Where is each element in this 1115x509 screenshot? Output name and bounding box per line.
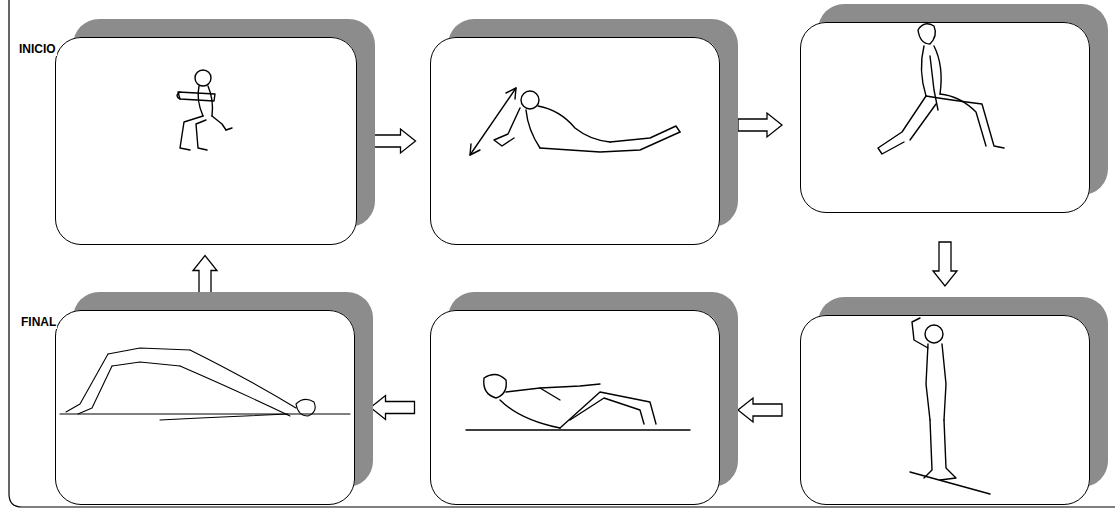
prone-extension-figure bbox=[470, 88, 680, 155]
block-arrow bbox=[738, 113, 782, 137]
exercise-box: INICIO bbox=[55, 37, 357, 245]
step-heading: FINAL bbox=[20, 315, 57, 329]
exercise-box bbox=[430, 310, 720, 505]
block-arrow bbox=[933, 242, 957, 286]
block-arrow bbox=[371, 396, 415, 420]
bridge-figure bbox=[60, 348, 350, 420]
step-heading: INICIO bbox=[18, 42, 57, 56]
block-arrow bbox=[193, 256, 217, 300]
standing-stretch-figure bbox=[910, 318, 990, 494]
exercise-box: FINAL bbox=[55, 310, 355, 505]
exercise-box bbox=[430, 37, 720, 245]
block-arrow bbox=[372, 129, 416, 153]
exercise-box bbox=[800, 22, 1090, 213]
squat-figure bbox=[177, 70, 232, 150]
block-arrow bbox=[738, 398, 782, 422]
page-frame bbox=[9, 0, 1115, 507]
knee-hug-figure bbox=[466, 374, 690, 430]
lunge-figure bbox=[878, 24, 1004, 154]
exercise-box bbox=[800, 315, 1090, 505]
